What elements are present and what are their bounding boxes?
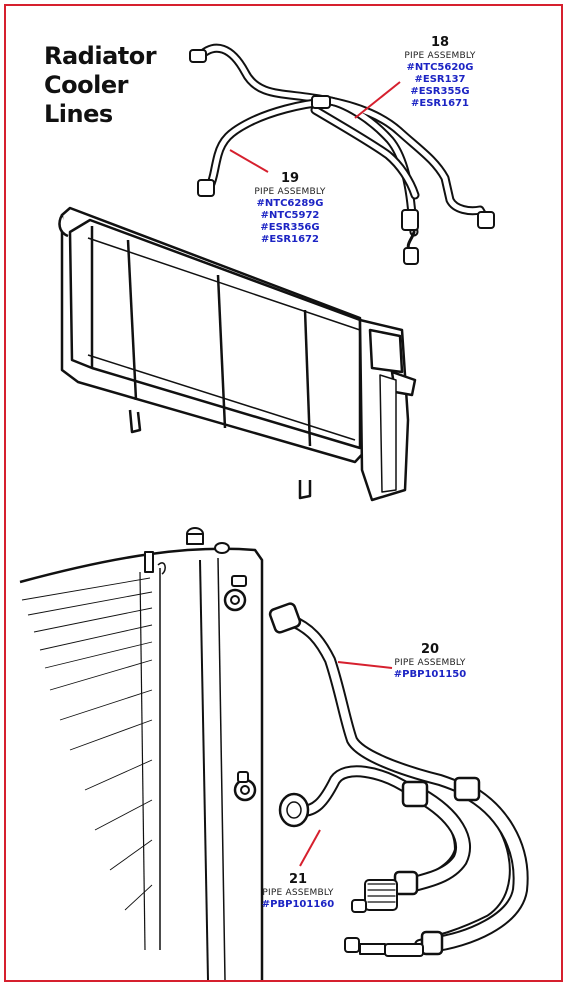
title-line-1: Radiator [44, 42, 157, 70]
part-number-link[interactable]: #ESR1672 [261, 234, 319, 245]
pipe-assembly-18-drawing [189, 43, 495, 265]
callout-label: PIPE ASSEMBLY [394, 658, 466, 668]
callout-number: 20 [420, 642, 440, 657]
page-title: Radiator Cooler Lines [44, 42, 157, 129]
radiator-drawing [58, 206, 417, 502]
callout-number: 19 [280, 171, 300, 186]
callout-number: 18 [430, 35, 450, 50]
pipe-assembly-19-drawing [197, 95, 420, 200]
part-number-link[interactable]: #ESR1671 [411, 98, 469, 109]
leader-line-19 [229, 149, 269, 173]
pipe-assembly-21-drawing [278, 765, 472, 913]
leader-line-18 [354, 81, 401, 119]
part-number-link[interactable]: #ESR356G [260, 222, 320, 233]
callout-21: 21 PIPE ASSEMBLY #PBP101160 [246, 873, 350, 911]
callout-number: 21 [288, 872, 308, 887]
callout-label: PIPE ASSEMBLY [254, 187, 326, 197]
leader-line-20 [337, 661, 393, 669]
leader-line-21 [299, 829, 321, 867]
callout-19: 19 PIPE ASSEMBLY #NTC6289G #NTC5972 #ESR… [240, 172, 340, 246]
part-number-link[interactable]: #PBP101160 [261, 899, 335, 910]
callout-label: PIPE ASSEMBLY [404, 51, 476, 61]
callout-20: 20 PIPE ASSEMBLY #PBP101150 [378, 643, 482, 681]
title-line-2: Cooler [44, 71, 128, 99]
part-number-link[interactable]: #PBP101150 [393, 669, 467, 680]
part-number-link[interactable]: #NTC5972 [260, 210, 320, 221]
radiator-side-drawing [19, 527, 264, 981]
part-number-link[interactable]: #NTC5620G [406, 62, 474, 73]
callout-18: 18 PIPE ASSEMBLY #NTC5620G #ESR137 #ESR3… [392, 36, 488, 110]
callout-label: PIPE ASSEMBLY [262, 888, 334, 898]
part-number-link[interactable]: #ESR355G [410, 86, 470, 97]
part-number-link[interactable]: #ESR137 [414, 74, 466, 85]
part-number-link[interactable]: #NTC6289G [256, 198, 324, 209]
pipe-assembly-20-drawing [268, 602, 529, 957]
title-line-3: Lines [44, 100, 113, 128]
